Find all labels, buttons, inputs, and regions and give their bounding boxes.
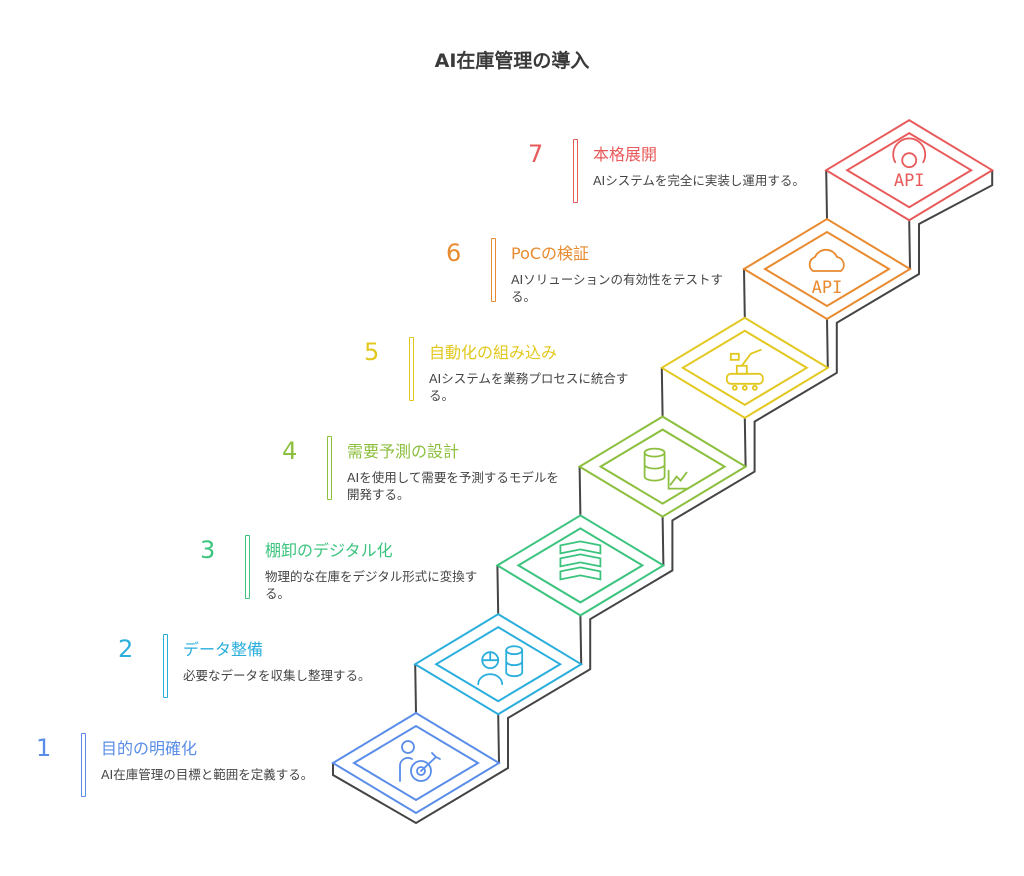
robot-conveyor-icon bbox=[725, 348, 764, 391]
step-number: 4 bbox=[282, 437, 298, 465]
step-tread-inner bbox=[516, 527, 645, 604]
step-1 bbox=[331, 711, 501, 815]
step-description: AIソリューションの有効性をテストする。 bbox=[511, 272, 723, 304]
step-title: PoCの検証 bbox=[511, 244, 590, 263]
stair-riser-left bbox=[743, 268, 746, 318]
step-title: データ整備 bbox=[183, 640, 264, 659]
step-bar bbox=[245, 535, 250, 599]
step-title: 需要予測の設計 bbox=[347, 442, 460, 461]
database-chart-icon bbox=[643, 447, 688, 490]
step-tread-inner bbox=[352, 724, 480, 802]
step-7: API bbox=[824, 119, 995, 222]
step-number: 5 bbox=[364, 338, 380, 366]
stair-riser-left bbox=[496, 565, 500, 615]
step-tread-inner bbox=[598, 428, 727, 505]
step-title: 自動化の組み込み bbox=[429, 343, 558, 362]
step-number: 7 bbox=[528, 140, 544, 168]
step-tread bbox=[659, 316, 830, 419]
step-tread bbox=[742, 217, 912, 321]
step-description: AIを使用して需要を予測するモデルを開発する。 bbox=[347, 470, 559, 502]
step-2 bbox=[413, 613, 584, 716]
step-description: 物理的な在庫をデジタル形式に変換する。 bbox=[265, 569, 478, 601]
step-title: 目的の明確化 bbox=[101, 739, 198, 758]
step-description: 必要なデータを収集し整理する。 bbox=[183, 668, 371, 683]
stair-riser-right bbox=[497, 714, 500, 764]
step-tread-inner bbox=[763, 230, 891, 308]
step-number: 6 bbox=[446, 239, 462, 267]
step-bar bbox=[163, 634, 168, 698]
step-tread-inner bbox=[845, 132, 974, 209]
step-description: AIシステムを完全に実装し運用する。 bbox=[593, 173, 805, 188]
stair-riser-right bbox=[579, 615, 583, 665]
api-icon-text: API bbox=[812, 278, 843, 298]
step-tread-inner bbox=[680, 329, 809, 406]
step-number: 1 bbox=[36, 734, 52, 762]
step-number: 2 bbox=[118, 635, 134, 663]
stair-riser-left bbox=[414, 664, 417, 714]
step-bar bbox=[491, 238, 496, 302]
gear-api-icon: API bbox=[892, 137, 927, 191]
step-tread bbox=[495, 514, 666, 617]
stair-wall-outline bbox=[332, 170, 994, 825]
stair-riser-right bbox=[661, 516, 665, 566]
step-title: 棚卸のデジタル化 bbox=[265, 541, 393, 560]
stair-riser-left bbox=[660, 367, 664, 417]
step-tread bbox=[824, 119, 995, 222]
step-bar bbox=[327, 436, 332, 500]
server-stack-icon bbox=[559, 540, 602, 581]
stair-riser-right bbox=[826, 318, 829, 368]
api-icon-text: API bbox=[894, 171, 925, 191]
diagram-title: AI在庫管理の導入 bbox=[434, 50, 590, 72]
step-number: 3 bbox=[200, 536, 216, 564]
step-bar bbox=[573, 139, 578, 203]
stair-riser-left bbox=[825, 170, 828, 220]
engineer-database-icon bbox=[477, 645, 524, 686]
stair-riser-left bbox=[578, 466, 582, 516]
step-4 bbox=[577, 415, 748, 518]
step-description: AI在庫管理の目標と範囲を定義する。 bbox=[101, 767, 314, 782]
step-6: API bbox=[742, 217, 912, 321]
step-bar bbox=[81, 733, 86, 797]
step-3 bbox=[495, 514, 666, 617]
step-5 bbox=[659, 316, 830, 419]
step-description: AIシステムを業務プロセスに統合する。 bbox=[429, 371, 629, 403]
cloud-api-icon: API bbox=[808, 248, 845, 298]
step-tread-inner bbox=[434, 626, 563, 703]
step-tread bbox=[413, 613, 584, 716]
stair-riser-right bbox=[743, 417, 747, 467]
step-bar bbox=[409, 337, 414, 401]
target-person-icon bbox=[399, 740, 441, 782]
step-title: 本格展開 bbox=[593, 145, 658, 164]
stair-riser-right bbox=[908, 220, 911, 270]
